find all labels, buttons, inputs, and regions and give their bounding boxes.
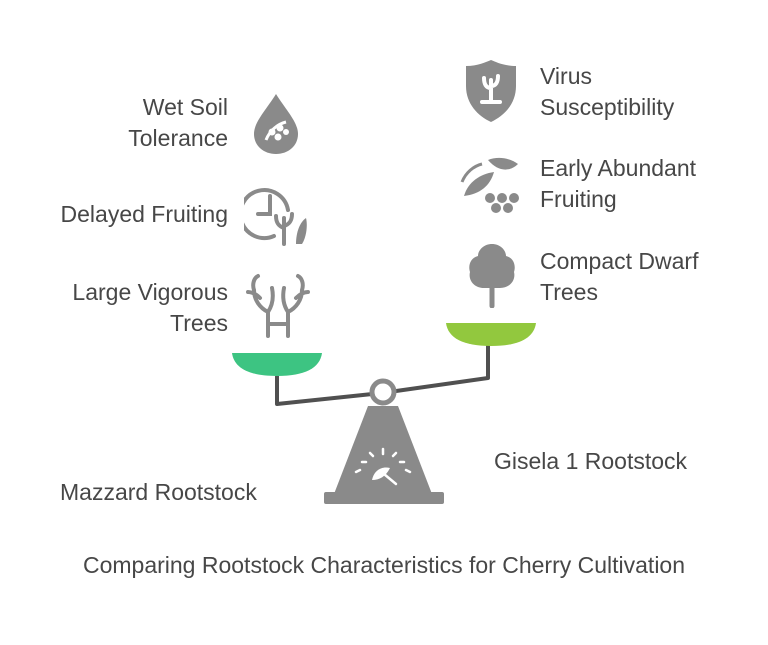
left-item-large-trees-label: Large Vigorous Trees xyxy=(72,279,228,336)
left-rootstock-name: Mazzard Rootstock xyxy=(60,479,257,505)
left-pan xyxy=(232,353,322,376)
right-rootstock-name: Gisela 1 Rootstock xyxy=(494,448,688,474)
right-item-compact-trees-label: Compact Dwarf Trees xyxy=(540,248,699,305)
scale-foot xyxy=(324,492,444,504)
small-tree-icon xyxy=(469,244,515,308)
right-item-virus-label: Virus Susceptibility xyxy=(540,63,675,120)
diagram-caption: Comparing Rootstock Characteristics for … xyxy=(82,552,686,578)
large-tree-icon xyxy=(246,274,310,338)
leaves-berries-icon xyxy=(460,157,519,213)
right-item-early-fruiting-label: Early Abundant Fruiting xyxy=(540,155,697,212)
right-pan xyxy=(446,323,536,346)
gauge-icon xyxy=(354,447,412,486)
shield-virus-icon xyxy=(466,60,516,122)
left-item-wet-soil-label: Wet Soil Tolerance xyxy=(128,94,228,151)
left-item-delayed-fruiting-label: Delayed Fruiting xyxy=(60,201,228,227)
water-drop-leaf-icon xyxy=(254,94,298,154)
scale-pivot xyxy=(369,378,397,406)
clock-sprout-icon xyxy=(244,188,307,246)
